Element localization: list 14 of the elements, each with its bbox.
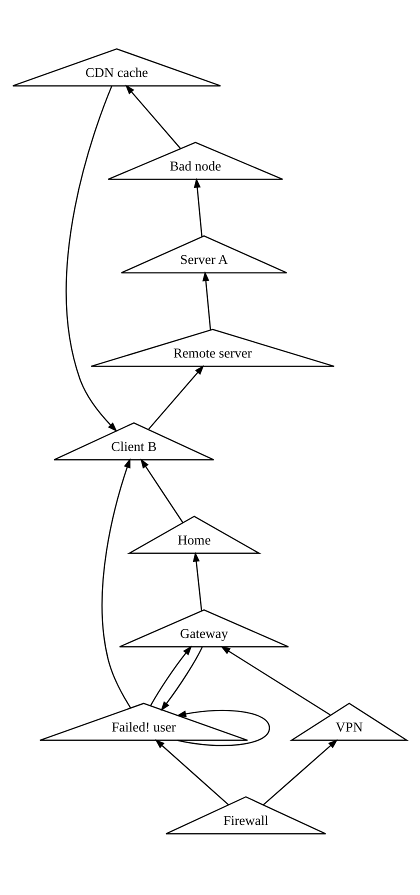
arrow [148, 365, 204, 430]
arrow [160, 646, 203, 712]
arrow [262, 739, 338, 806]
arrow [194, 178, 203, 237]
arrow [140, 458, 184, 523]
arrow [192, 552, 202, 611]
arrow [101, 458, 131, 708]
arrow [220, 646, 331, 716]
arrow [202, 271, 212, 330]
arrow [150, 646, 192, 706]
arrow [176, 710, 270, 746]
arrow [66, 86, 118, 432]
arrow [154, 739, 229, 806]
arrow [125, 84, 182, 150]
